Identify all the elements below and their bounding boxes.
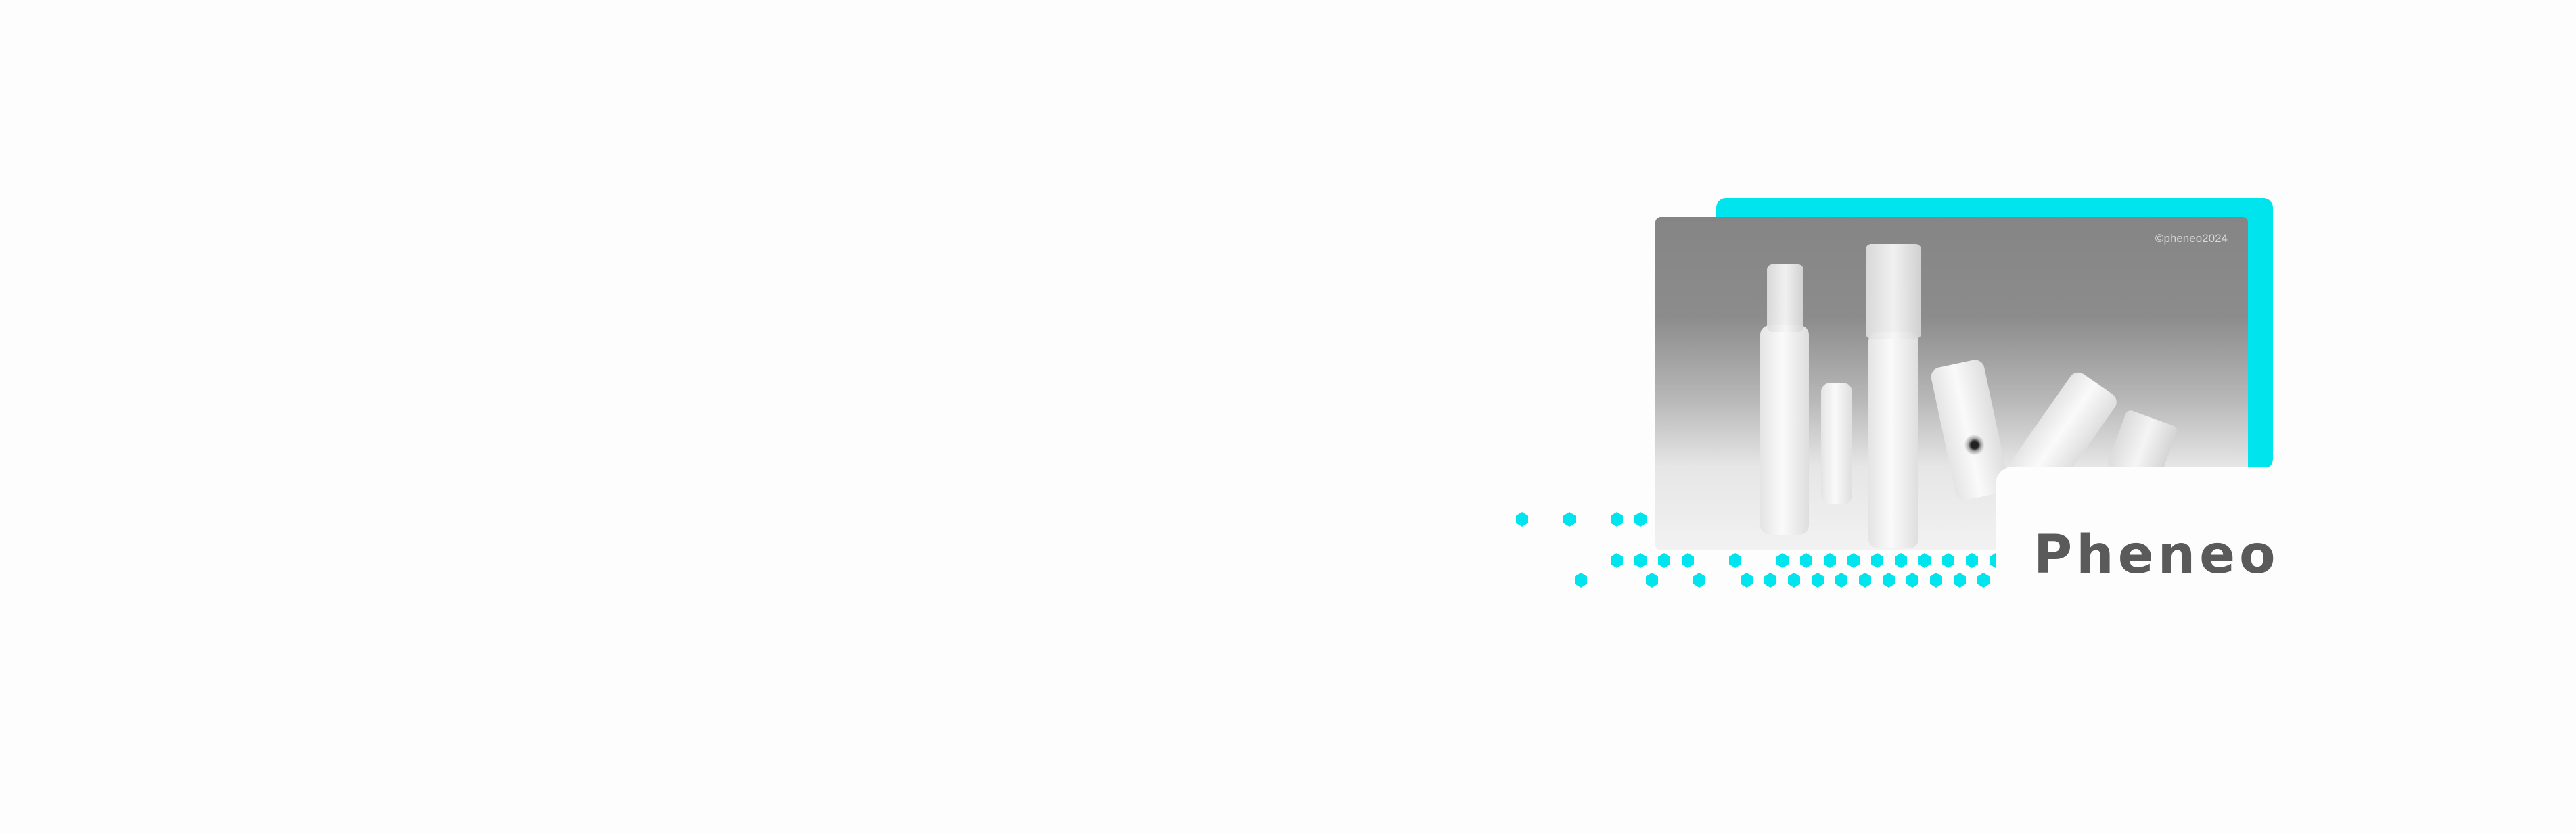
dot — [1611, 553, 1623, 568]
dot — [1516, 512, 1528, 527]
dot — [1966, 553, 1978, 568]
dot — [1977, 573, 1990, 588]
dot — [1812, 573, 1824, 588]
dot — [1788, 573, 1800, 588]
dot — [1859, 573, 1871, 588]
photo-watermark: ©pheneo2024 — [2155, 232, 2228, 245]
dot — [1776, 553, 1789, 568]
metal-fitting — [1964, 435, 1985, 455]
column-small — [1821, 383, 1852, 504]
dot — [1895, 553, 1907, 568]
dot — [1835, 573, 1847, 588]
dot — [1930, 573, 1942, 588]
tube-open — [1760, 325, 1809, 535]
dot — [1918, 553, 1931, 568]
dot — [1611, 512, 1623, 527]
dot — [1764, 573, 1776, 588]
tube-neck — [1767, 264, 1803, 332]
dot — [1871, 553, 1883, 568]
brand-logo: Pheneo — [2033, 525, 2280, 586]
dot — [1658, 553, 1670, 568]
dot — [1741, 573, 1753, 588]
dot — [1682, 553, 1694, 568]
dot — [1634, 553, 1647, 568]
dot — [1824, 553, 1836, 568]
dot — [1883, 573, 1895, 588]
dot — [1575, 573, 1587, 588]
dot — [1847, 553, 1860, 568]
dot — [1942, 553, 1954, 568]
tube-cap — [1866, 244, 1921, 339]
dot — [1634, 512, 1647, 527]
dot — [1563, 512, 1576, 527]
tube-capped — [1868, 332, 1918, 548]
dot — [1906, 573, 1918, 588]
logo-card: Pheneo — [1996, 467, 2280, 629]
dot — [1954, 573, 1966, 588]
dot — [1693, 573, 1705, 588]
dot — [1729, 553, 1741, 568]
dot — [1800, 553, 1812, 568]
dot — [1646, 573, 1658, 588]
